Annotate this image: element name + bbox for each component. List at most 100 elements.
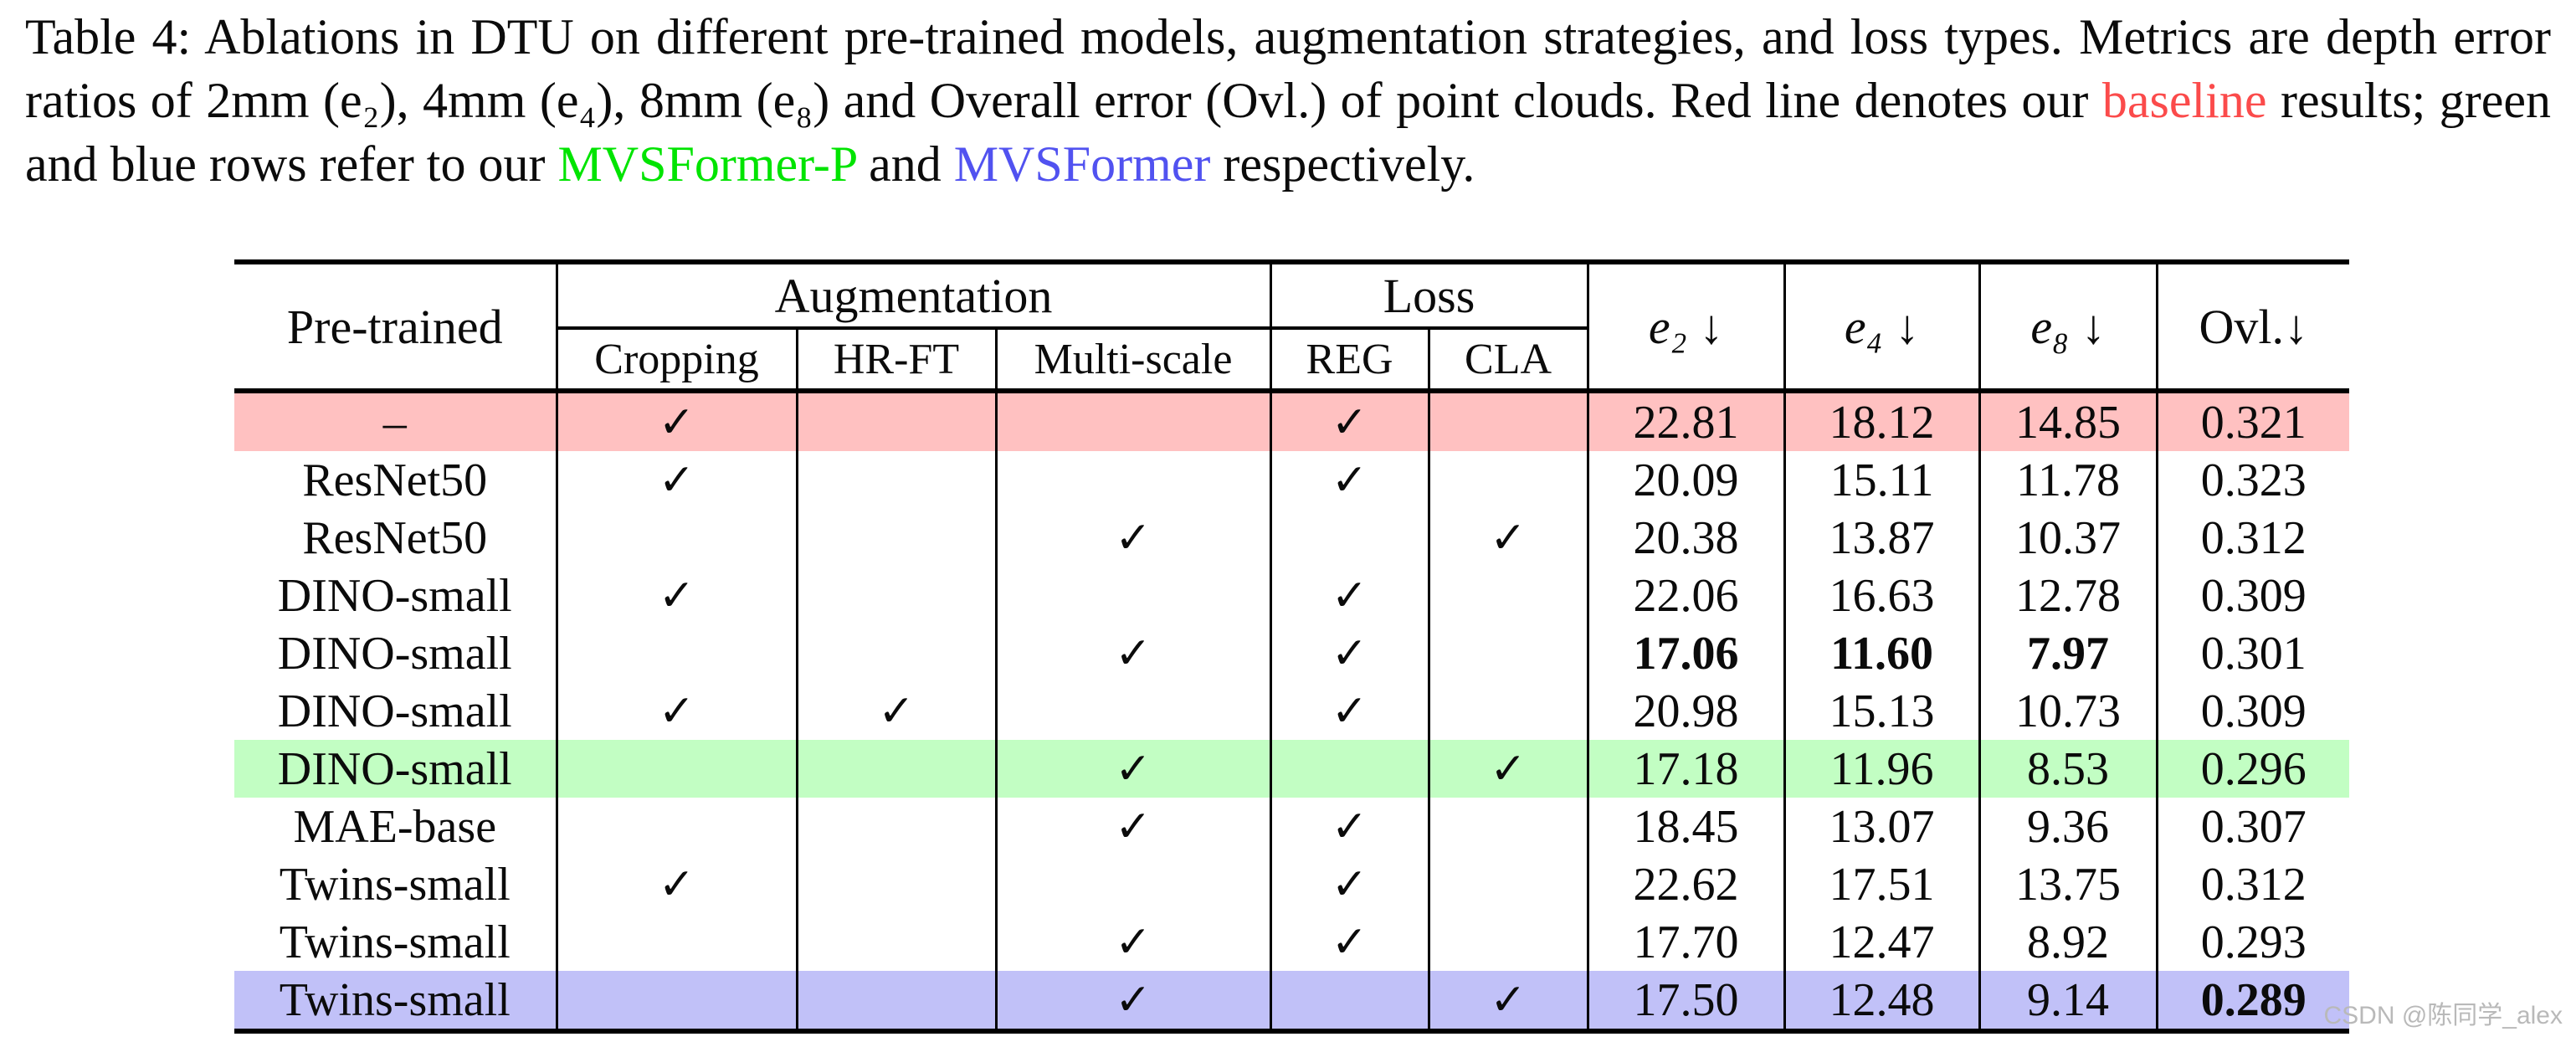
check-icon: ✓ [1270,855,1430,913]
metric-value-cell: 0.296 [2157,740,2350,798]
empty-cell [557,971,798,1031]
metric-value-cell: 17.18 [1588,740,1786,798]
metric-value-cell: 8.53 [1979,740,2158,798]
check-icon: ✓ [1270,391,1430,451]
check-icon: ✓ [1270,624,1430,682]
metric-value-cell: 20.98 [1588,682,1786,740]
empty-cell [1429,567,1589,624]
header-cropping: Cropping [557,328,798,393]
check-icon: ✓ [557,451,798,509]
metric-value-cell: 20.38 [1588,509,1786,567]
check-icon: ✓ [557,391,798,451]
check-icon: ✓ [1429,971,1589,1031]
header-reg: REG [1270,328,1430,393]
metric-value-cell: 11.78 [1979,451,2158,509]
header-e2: e₂ ↓ [1588,262,1786,393]
check-icon: ✓ [1270,913,1430,971]
metric-value-cell: 13.07 [1784,798,1981,855]
metric-value-cell: 12.47 [1784,913,1981,971]
header-cla: CLA [1429,328,1589,393]
metric-value-cell: 0.301 [2200,627,2307,680]
table-caption: Table 4: Ablations in DTU on different p… [25,5,2551,196]
check-icon: ✓ [996,624,1272,682]
metric-value-cell: 20.09 [1588,451,1786,509]
pretrained-cell: ResNet50 [234,451,558,509]
metric-value-cell: 10.73 [1979,682,2158,740]
empty-cell [557,509,798,567]
empty-cell [797,391,998,451]
ablation-table: Pre-trained Augmentation Loss e₂ ↓ e₄ ↓ … [234,259,2350,1034]
pretrained-cell: DINO-small [234,624,558,682]
csdn-watermark: CSDN @陈同学_alex [2323,1002,2563,1029]
metric-value-cell: 10.37 [1979,509,2158,567]
metric-value-cell: 18.45 [1588,798,1786,855]
pretrained-cell: Twins-small [234,855,558,913]
pretrained-cell: DINO-small [234,682,558,740]
metric-value-cell: 9.14 [1979,971,2158,1031]
check-icon: ✓ [996,509,1272,567]
metric-value-cell: 11.96 [1784,740,1981,798]
empty-cell [797,798,998,855]
header-augmentation-group: Augmentation [557,262,1272,330]
empty-cell [1429,855,1589,913]
metric-value-cell: 0.323 [2200,454,2307,506]
metric-value-cell: 17.51 [1784,855,1981,913]
check-icon: ✓ [1429,740,1589,798]
empty-cell [797,451,998,509]
metric-value-cell: 0.321 [2157,391,2350,451]
metric-value-cell: 15.13 [1784,682,1981,740]
metric-value-cell: 12.48 [1784,971,1981,1031]
empty-cell [996,682,1272,740]
check-icon: ✓ [996,798,1272,855]
pretrained-cell: Twins-small [234,971,558,1031]
check-icon: ✓ [996,971,1272,1031]
check-icon: ✓ [1270,798,1430,855]
check-icon: ✓ [1270,567,1430,624]
metric-value-cell: 11.60 [1784,624,1981,682]
header-e4: e₄ ↓ [1784,262,1981,393]
metric-value-cell: 0.289 [2157,971,2350,1031]
pretrained-cell: – [234,391,558,451]
metric-value-cell: 16.63 [1784,567,1981,624]
metric-value-cell: 18.12 [1784,391,1981,451]
pretrained-cell: DINO-small [234,567,558,624]
pretrained-cell: ResNet50 [234,509,558,567]
metric-value-cell: 0.307 [2200,800,2307,853]
metric-value-cell: 0.312 [2200,511,2307,564]
mvsformer-p-word: MVSFormer-P [557,136,857,192]
metric-value-cell: 22.62 [1588,855,1786,913]
empty-cell [1429,798,1589,855]
header-hrft: HR-FT [797,328,998,393]
metric-value-cell: 22.81 [1588,391,1786,451]
empty-cell [1429,391,1589,451]
empty-cell [1429,682,1589,740]
empty-cell [1429,624,1589,682]
metric-value-cell: 13.87 [1784,509,1981,567]
baseline-highlight-word: baseline [2101,73,2267,128]
empty-cell [996,391,1272,451]
metric-value-cell: 9.36 [1979,798,2158,855]
pretrained-cell: MAE-base [234,798,558,855]
empty-cell [797,855,998,913]
pretrained-cell: DINO-small [234,740,558,798]
empty-cell [557,624,798,682]
metric-value-cell: 8.92 [1979,913,2158,971]
metric-value-cell: 0.293 [2200,916,2307,968]
empty-cell [1429,451,1589,509]
empty-cell [797,913,998,971]
check-icon: ✓ [557,567,798,624]
metric-value-cell: 0.309 [2200,569,2307,622]
empty-cell [797,971,998,1031]
header-loss-group: Loss [1270,262,1589,330]
